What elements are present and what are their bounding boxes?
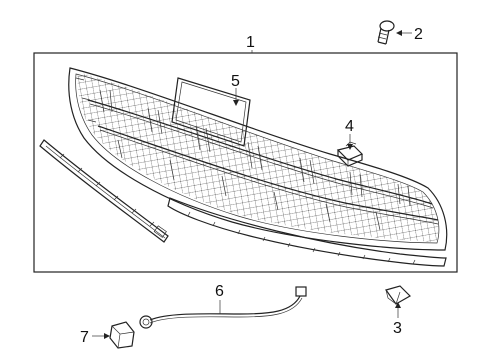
- grille-assembly-icon: [68, 67, 448, 267]
- callout-4: 4: [345, 118, 354, 135]
- sensor-icon: [109, 321, 135, 349]
- callout-7: 7: [80, 329, 89, 346]
- callout-1: 1: [246, 34, 255, 51]
- trim-strip-icon: [39, 139, 169, 243]
- callout-6: 6: [215, 283, 224, 300]
- mesh-insert-icon: [171, 77, 251, 147]
- screw-icon: [377, 20, 395, 45]
- leader-arrows: [104, 30, 402, 339]
- assembly-frame: [33, 52, 458, 273]
- clip-icon: [385, 285, 411, 305]
- wire-harness-icon: [139, 286, 307, 329]
- callout-5: 5: [231, 73, 240, 90]
- callout-2: 2: [414, 26, 423, 43]
- callout-3: 3: [393, 320, 402, 337]
